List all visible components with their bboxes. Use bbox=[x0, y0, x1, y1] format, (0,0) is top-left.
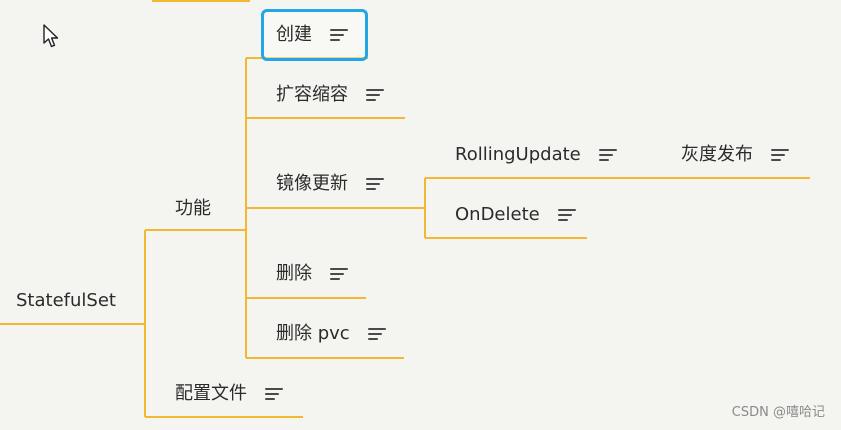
node-label: 删除 pvc bbox=[276, 323, 350, 344]
mouse-pointer-icon bbox=[43, 24, 59, 48]
node-on-delete[interactable]: OnDelete bbox=[455, 203, 576, 227]
node-canary-release[interactable]: 灰度发布 bbox=[681, 143, 789, 167]
selected-node-highlight bbox=[261, 9, 368, 61]
note-lines-icon[interactable] bbox=[598, 148, 617, 162]
node-label: 功能 bbox=[175, 198, 211, 219]
node-image-update[interactable]: 镜像更新 bbox=[276, 172, 384, 196]
node-label: 删除 bbox=[276, 263, 312, 284]
note-lines-icon[interactable] bbox=[265, 387, 283, 401]
note-lines-icon[interactable] bbox=[366, 177, 384, 191]
node-label: 创建 bbox=[276, 24, 312, 45]
note-lines-icon[interactable] bbox=[330, 267, 348, 281]
note-lines-icon[interactable] bbox=[557, 208, 576, 222]
watermark: CSDN @嘻哈记 bbox=[731, 405, 825, 420]
note-lines-icon[interactable] bbox=[366, 88, 384, 102]
node-statefulset[interactable]: StatefulSet bbox=[16, 289, 116, 313]
node-rolling-update[interactable]: RollingUpdate bbox=[455, 143, 617, 167]
note-lines-icon[interactable] bbox=[330, 28, 348, 42]
node-label: 镜像更新 bbox=[276, 173, 348, 194]
node-features[interactable]: 功能 bbox=[175, 197, 211, 221]
node-delete-pvc[interactable]: 删除 pvc bbox=[276, 322, 386, 346]
node-label: StatefulSet bbox=[16, 290, 116, 311]
note-lines-icon[interactable] bbox=[771, 148, 789, 162]
node-label: OnDelete bbox=[455, 204, 540, 225]
node-delete[interactable]: 删除 bbox=[276, 262, 348, 286]
node-scale[interactable]: 扩容缩容 bbox=[276, 83, 384, 107]
node-label: RollingUpdate bbox=[455, 144, 581, 165]
node-label: 扩容缩容 bbox=[276, 84, 348, 105]
node-label: 灰度发布 bbox=[681, 144, 753, 165]
note-lines-icon[interactable] bbox=[367, 327, 386, 341]
node-create[interactable]: 创建 bbox=[276, 23, 348, 47]
node-config-file[interactable]: 配置文件 bbox=[175, 382, 283, 406]
node-label: 配置文件 bbox=[175, 383, 247, 404]
